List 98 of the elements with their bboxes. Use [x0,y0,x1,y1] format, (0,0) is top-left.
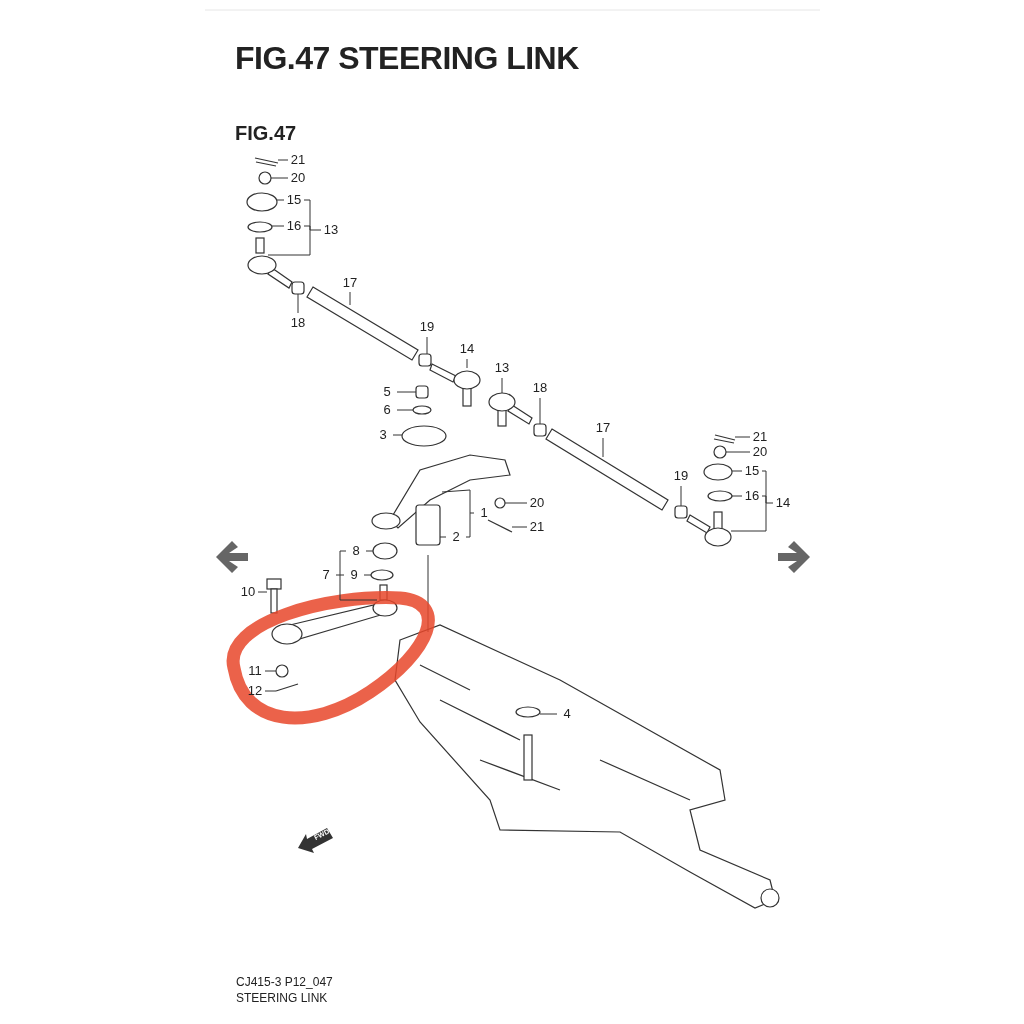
leader-line [602,437,604,458]
leader-line [441,489,475,538]
clip-ring [247,221,273,233]
leader-line [396,409,414,411]
cotter-pin [254,157,279,167]
idler-arm [371,454,511,530]
bushing [401,425,447,447]
leader-line [466,358,468,369]
leader-line [264,690,277,692]
clip-ring [370,569,394,581]
callout-number: 20 [289,170,307,185]
dust-cover [372,542,398,560]
lock-nut [674,505,688,519]
callout-number: 21 [528,519,546,534]
drawing-name: STEERING LINK [236,991,328,1005]
castle-nut [494,497,506,509]
callout-number: 17 [341,275,359,290]
leader-line [504,502,528,504]
callout-number: 5 [378,384,396,399]
callout-number: 12 [246,683,264,698]
leader-line [511,526,528,528]
leader-line [335,550,378,601]
callout-number: 15 [743,463,761,478]
page-title: FIG.47 STEERING LINK [235,40,579,77]
leader-line [731,495,743,497]
dust-cover [246,192,278,212]
callout-number: 15 [285,192,303,207]
lock-nut [418,353,432,367]
callout-number: 20 [751,444,769,459]
callout-number: 7 [317,567,335,582]
leader-line [730,470,774,532]
leader-line [267,199,322,256]
callout-number: 13 [493,360,511,375]
callout-number: 21 [289,152,307,167]
leader-line [276,199,285,201]
leader-line [725,451,751,453]
callout-number: 13 [322,222,340,237]
callout-number: 17 [594,420,612,435]
bolt [266,578,282,614]
leader-line [680,485,682,507]
callout-number: 18 [289,315,307,330]
dust-cover [703,463,733,481]
leader-line [731,470,743,472]
leader-line [392,434,403,436]
leader-line [501,377,503,394]
leader-line [277,159,289,161]
nut [415,385,429,399]
callout-number: 1 [475,505,493,520]
callout-number: 16 [285,218,303,233]
callout-number: 10 [239,584,257,599]
callout-number: 19 [418,319,436,334]
leader-line [270,177,289,179]
callout-number: 14 [458,341,476,356]
callout-number: 18 [531,380,549,395]
clip-ring [707,490,733,502]
leader-line [349,291,351,306]
callout-number: 9 [345,567,363,582]
tie-rod-end [488,392,533,427]
callout-number: 6 [378,402,396,417]
cotter-pin [275,683,299,692]
leader-line [396,391,417,393]
leader-line [297,293,299,314]
tie-rod-tube [306,286,419,361]
tie-rod-end [429,363,481,407]
leader-line [264,670,277,672]
washer [412,405,432,415]
callout-number: 3 [374,427,392,442]
leader-line [539,713,558,715]
callout-number: 4 [558,706,576,721]
leader-line [363,574,372,576]
callout-number: 8 [347,543,365,558]
leader-line [257,591,268,593]
tie-rod-end [686,511,732,547]
leader-line [271,225,285,227]
leader-line [439,536,447,538]
callout-number: 21 [751,429,769,444]
callout-number: 19 [672,468,690,483]
drawing-code: CJ415-3 P12_047 [236,975,333,989]
lock-nut [291,281,305,295]
cotter-pin [487,519,513,533]
callout-number: 16 [743,488,761,503]
leader-line [365,550,374,552]
figure-label: FIG.47 [235,122,297,145]
cotter-pin [713,434,736,444]
castle-nut [258,171,272,185]
callout-number: 2 [447,529,465,544]
nut [275,664,289,678]
lock-nut [533,423,547,437]
leader-line [734,436,751,438]
callout-number: 14 [774,495,792,510]
tie-rod-end [247,237,293,289]
leader-line [426,336,428,355]
bushing [415,504,441,546]
castle-nut [713,445,727,459]
washer [515,706,541,718]
callout-number: 20 [528,495,546,510]
callout-number: 11 [246,663,264,678]
leader-line [539,397,541,425]
